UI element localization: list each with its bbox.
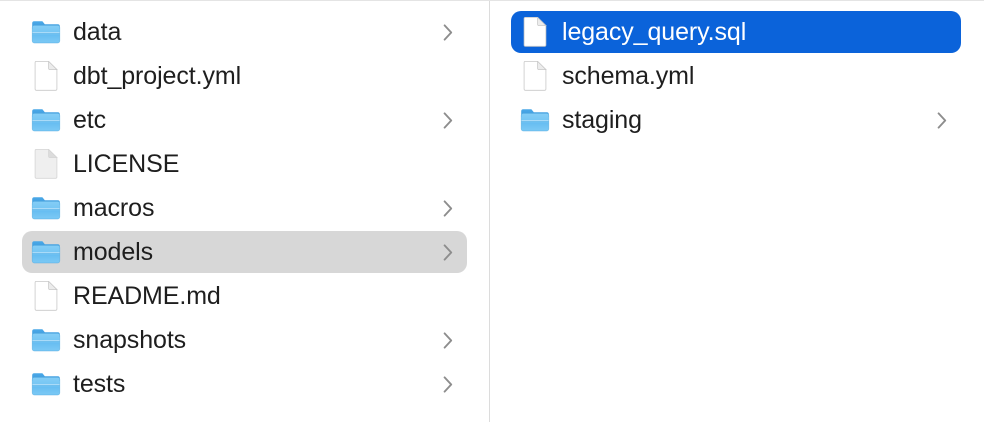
folder-icon-svg bbox=[31, 328, 61, 351]
chevron-right-icon[interactable] bbox=[439, 329, 457, 351]
folder-icon-svg bbox=[31, 108, 61, 131]
document-icon-svg bbox=[523, 17, 547, 47]
folder-row[interactable]: snapshots bbox=[22, 318, 467, 362]
folder-icon-svg bbox=[520, 108, 550, 131]
item-label: schema.yml bbox=[562, 62, 695, 90]
folder-icon bbox=[31, 323, 61, 357]
folder-row[interactable]: staging bbox=[511, 98, 961, 142]
folder-row[interactable]: etc bbox=[22, 98, 467, 142]
chevron-right-icon-svg bbox=[443, 243, 453, 261]
chevron-right-icon[interactable] bbox=[439, 109, 457, 131]
chevron-right-icon[interactable] bbox=[933, 109, 951, 131]
chevron-right-icon[interactable] bbox=[439, 373, 457, 395]
file-row[interactable]: legacy_query.sql bbox=[511, 10, 961, 54]
item-label: LICENSE bbox=[73, 150, 180, 178]
file-row[interactable]: LICENSE bbox=[22, 142, 467, 186]
document-icon bbox=[31, 59, 61, 93]
folder-icon-svg bbox=[31, 196, 61, 219]
document-icon-svg bbox=[34, 149, 58, 179]
file-row[interactable]: README.md bbox=[22, 274, 467, 318]
row-selection-background bbox=[511, 11, 961, 53]
plain-document-icon bbox=[31, 147, 61, 181]
folder-row[interactable]: tests bbox=[22, 362, 467, 406]
item-label: dbt_project.yml bbox=[73, 62, 242, 90]
item-label: data bbox=[73, 18, 122, 46]
column-child-list: legacy_query.sql schema.yml staging bbox=[490, 10, 983, 142]
folder-icon bbox=[520, 103, 550, 137]
item-label: README.md bbox=[73, 282, 221, 310]
folder-icon-svg bbox=[31, 372, 61, 395]
chevron-right-icon-svg bbox=[443, 111, 453, 129]
folder-icon bbox=[31, 235, 61, 269]
column-parent-list: data dbt_project.yml etc LICENSE bbox=[0, 10, 489, 406]
chevron-right-icon-svg bbox=[443, 23, 453, 41]
document-icon bbox=[31, 279, 61, 313]
chevron-right-icon[interactable] bbox=[439, 197, 457, 219]
chevron-right-icon-svg bbox=[937, 111, 947, 129]
item-label: macros bbox=[73, 194, 155, 222]
item-label: snapshots bbox=[73, 326, 187, 354]
item-label: legacy_query.sql bbox=[562, 18, 747, 46]
item-label: tests bbox=[73, 370, 126, 398]
folder-row[interactable]: models bbox=[22, 230, 467, 274]
document-icon-svg bbox=[523, 61, 547, 91]
folder-row[interactable]: data bbox=[22, 10, 467, 54]
folder-icon-svg bbox=[31, 240, 61, 263]
file-row[interactable]: schema.yml bbox=[511, 54, 961, 98]
item-label: models bbox=[73, 238, 153, 266]
document-icon-svg bbox=[34, 61, 58, 91]
chevron-right-icon-svg bbox=[443, 375, 453, 393]
folder-icon bbox=[31, 367, 61, 401]
folder-icon-svg bbox=[31, 20, 61, 43]
document-icon bbox=[520, 15, 550, 49]
chevron-right-icon[interactable] bbox=[439, 21, 457, 43]
item-label: staging bbox=[562, 106, 642, 134]
folder-icon bbox=[31, 191, 61, 225]
chevron-right-icon-svg bbox=[443, 199, 453, 217]
chevron-right-icon[interactable] bbox=[439, 241, 457, 263]
column-parent[interactable]: data dbt_project.yml etc LICENSE bbox=[0, 1, 490, 422]
item-label: etc bbox=[73, 106, 107, 134]
folder-icon bbox=[31, 15, 61, 49]
column-child[interactable]: legacy_query.sql schema.yml staging bbox=[490, 1, 983, 422]
document-icon bbox=[520, 59, 550, 93]
chevron-right-icon-svg bbox=[443, 331, 453, 349]
document-icon-svg bbox=[34, 281, 58, 311]
row-selection-background bbox=[22, 231, 467, 273]
folder-icon bbox=[31, 103, 61, 137]
file-row[interactable]: dbt_project.yml bbox=[22, 54, 467, 98]
folder-row[interactable]: macros bbox=[22, 186, 467, 230]
